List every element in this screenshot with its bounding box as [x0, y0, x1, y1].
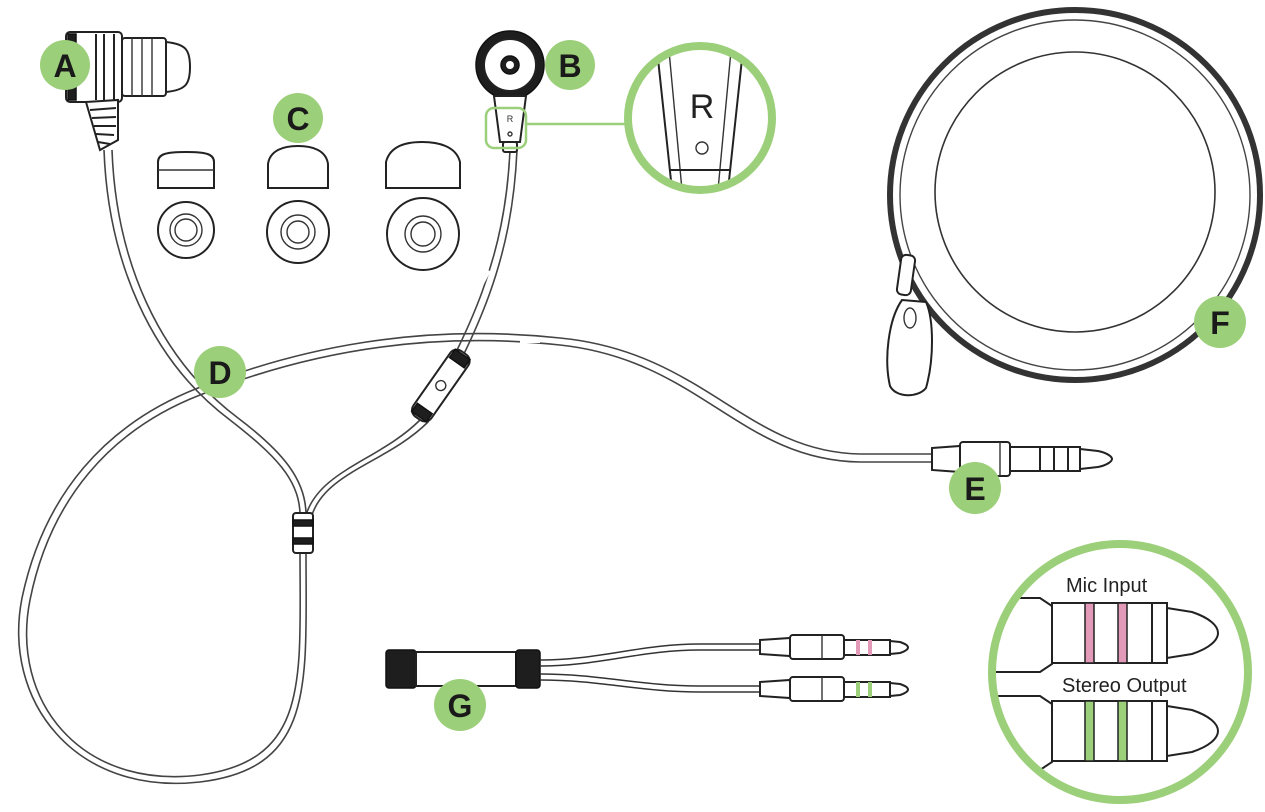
ear-tip-small [157, 150, 215, 259]
svg-text:C: C [286, 101, 309, 137]
jack-detail-inset: Mic Input Stereo Output [988, 540, 1252, 804]
svg-text:E: E [964, 471, 985, 507]
inset-mic-plug: Mic Input [992, 575, 1220, 673]
cable-break [477, 268, 491, 287]
svg-text:F: F [1210, 305, 1230, 341]
svg-text:B: B [558, 48, 581, 84]
svg-text:D: D [208, 355, 231, 391]
carrying-case [886, 7, 1263, 397]
svg-text:A: A [53, 48, 76, 84]
ear-tip-medium [266, 144, 330, 264]
badge-c: C [273, 93, 323, 143]
badge-f: F [1194, 296, 1246, 348]
long-cable-loop [25, 339, 935, 778]
badge-g: G [434, 679, 486, 731]
svg-text:G: G [448, 688, 473, 724]
cable-splitter [292, 512, 314, 554]
earbud-right: R [475, 30, 630, 153]
earbud-side-marker: R [507, 114, 514, 124]
main-cable [17, 149, 935, 785]
badge-a: A [40, 40, 90, 90]
long-cable-loop-inner [17, 332, 935, 785]
cable-break [72, 449, 91, 468]
badge-b: B [545, 40, 595, 90]
badge-e: E [949, 462, 1001, 514]
ear-tips [157, 140, 461, 271]
right-marker-magnifier: R [624, 42, 776, 194]
cable-break [148, 395, 167, 408]
adapter-stereo-plug [759, 676, 910, 702]
audio-splitter-adapter [385, 634, 910, 702]
inset-stereo-plug: Stereo Output [992, 675, 1220, 771]
ear-tip-large [385, 140, 461, 271]
side-marker-highlight [484, 106, 528, 150]
left-earbud-wire [103, 149, 301, 516]
badge-d: D [194, 346, 246, 398]
cable-break [213, 422, 232, 438]
inline-remote [410, 348, 472, 423]
magnifier-r-label: R [690, 88, 715, 126]
left-earbud-wire-inner [111, 149, 307, 516]
adapter-mic-plug [759, 634, 910, 660]
stereo-output-label: Stereo Output [1062, 675, 1187, 697]
mic-input-label: Mic Input [1066, 575, 1148, 597]
